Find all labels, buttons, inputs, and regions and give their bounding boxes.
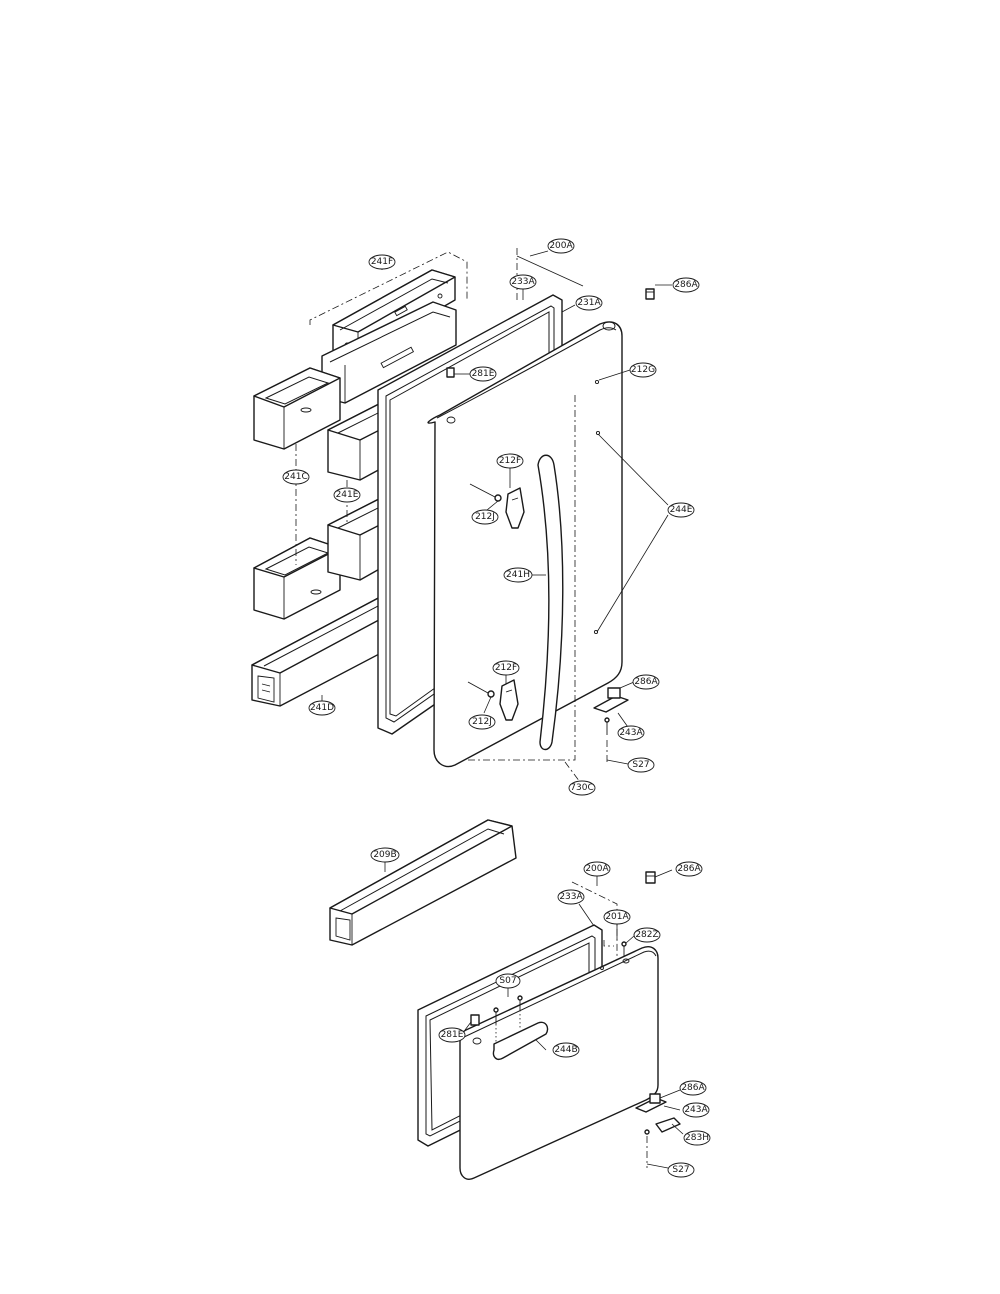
callout-286a-hinge-upper: 286A xyxy=(632,674,660,690)
callout-s27-upper: S27 xyxy=(627,757,655,773)
svg-text:286A: 286A xyxy=(674,280,698,290)
guide-200a-lower xyxy=(571,881,618,960)
callout-243a-lower: 243A xyxy=(682,1102,710,1118)
callout-241f: 241F xyxy=(368,254,396,270)
svg-text:S27: S27 xyxy=(632,760,649,770)
svg-text:212J: 212J xyxy=(472,717,492,727)
callout-282z: 282Z xyxy=(633,927,661,943)
callout-209b: 209B xyxy=(370,847,400,863)
svg-text:282Z: 282Z xyxy=(635,930,658,940)
callout-243a-upper: 243A xyxy=(617,725,645,741)
svg-text:241D: 241D xyxy=(310,703,334,713)
guide-730c xyxy=(466,395,576,761)
callout-233a-lower: 233A xyxy=(557,889,585,905)
callout-281e-lower: 281E xyxy=(438,1027,466,1043)
callout-286a-upper: 286A xyxy=(672,277,700,293)
svg-text:283H: 283H xyxy=(685,1133,709,1143)
callout-241c: 241C xyxy=(282,469,310,485)
screw-282z xyxy=(621,941,627,956)
svg-text:212F: 212F xyxy=(495,663,517,673)
svg-text:286A: 286A xyxy=(681,1083,705,1093)
callout-212j-upper: 212J xyxy=(471,509,499,525)
svg-text:233A: 233A xyxy=(559,892,583,902)
svg-text:244B: 244B xyxy=(554,1045,577,1055)
lead-200a xyxy=(516,255,584,287)
svg-text:201A: 201A xyxy=(605,912,629,922)
cap-286a-lower xyxy=(645,871,656,884)
svg-text:243A: 243A xyxy=(684,1105,708,1115)
callout-730c: 730C xyxy=(568,780,596,796)
callout-212f-lower: 212F xyxy=(492,660,520,676)
svg-text:244E: 244E xyxy=(670,505,693,515)
callout-241d: 241D xyxy=(308,700,336,716)
svg-text:212G: 212G xyxy=(631,365,655,375)
callout-201a: 201A xyxy=(603,909,631,925)
callout-233a-upper: 233A xyxy=(509,274,537,290)
callout-212g: 212G xyxy=(629,362,657,378)
cap-281e-lower xyxy=(470,1014,480,1026)
guide-730c-lead xyxy=(564,761,581,783)
small-bin-241c-lower xyxy=(253,537,341,620)
svg-text:241E: 241E xyxy=(336,490,359,500)
callout-241e: 241E xyxy=(333,487,361,503)
svg-text:281E: 281E xyxy=(472,369,495,379)
small-bin-241c-upper xyxy=(253,367,341,450)
svg-text:241F: 241F xyxy=(371,257,393,267)
svg-text:281E: 281E xyxy=(441,1030,464,1040)
callout-244b: 244B xyxy=(552,1042,580,1058)
callout-s07: S07 xyxy=(495,973,521,989)
svg-text:231A: 231A xyxy=(577,298,601,308)
svg-text:286A: 286A xyxy=(634,677,658,687)
screws-s07 xyxy=(493,995,523,1044)
callout-212f-upper: 212F xyxy=(496,453,524,469)
group-bracket-241f xyxy=(309,251,468,325)
svg-text:200A: 200A xyxy=(549,241,573,251)
callout-281e-upper: 281E xyxy=(469,366,497,382)
callout-212j-lower: 212J xyxy=(468,714,496,730)
svg-text:212J: 212J xyxy=(475,512,495,522)
callout-s27-lower: S27 xyxy=(667,1162,695,1178)
svg-text:241H: 241H xyxy=(506,570,530,580)
leader-lines-lower xyxy=(384,862,684,1169)
svg-text:233A: 233A xyxy=(511,277,535,287)
leader-lines-upper xyxy=(321,250,672,765)
svg-text:209B: 209B xyxy=(373,850,396,860)
handle-bracket-212f-lower xyxy=(499,679,519,721)
door-handle-241h xyxy=(537,454,564,751)
callout-200a-lower: 200A xyxy=(583,861,611,877)
door-bin-209b xyxy=(329,819,517,946)
svg-text:212F: 212F xyxy=(499,456,521,466)
svg-text:200A: 200A xyxy=(585,864,609,874)
callout-231a: 231A xyxy=(575,295,603,311)
cap-286a-upper xyxy=(645,288,655,300)
svg-text:S27: S27 xyxy=(672,1165,689,1175)
callout-241h: 241H xyxy=(503,567,533,583)
callout-283h: 283H xyxy=(683,1130,711,1146)
screw-212j-upper xyxy=(469,483,502,502)
guide-233a-lower xyxy=(603,940,614,947)
callout-286a-lower: 286A xyxy=(675,861,703,877)
refrigerator-door-231a xyxy=(427,321,623,768)
door-hinge-243a-lower xyxy=(635,1093,681,1168)
svg-text:S07: S07 xyxy=(499,976,516,986)
callout-286a-hinge-lower: 286A xyxy=(679,1080,707,1096)
callout-200a-upper: 200A xyxy=(547,238,575,254)
freezer-handle-244b xyxy=(492,1021,549,1060)
svg-text:243A: 243A xyxy=(619,728,643,738)
dairy-bin-241f xyxy=(332,269,456,357)
callout-244e: 244E xyxy=(667,502,695,518)
handle-bracket-212f-upper xyxy=(505,487,525,529)
svg-text:286A: 286A xyxy=(677,864,701,874)
svg-text:730C: 730C xyxy=(570,783,593,793)
cap-281e-upper xyxy=(446,367,455,378)
door-hinge-243a-upper xyxy=(593,687,629,762)
svg-text:241C: 241C xyxy=(284,472,307,482)
